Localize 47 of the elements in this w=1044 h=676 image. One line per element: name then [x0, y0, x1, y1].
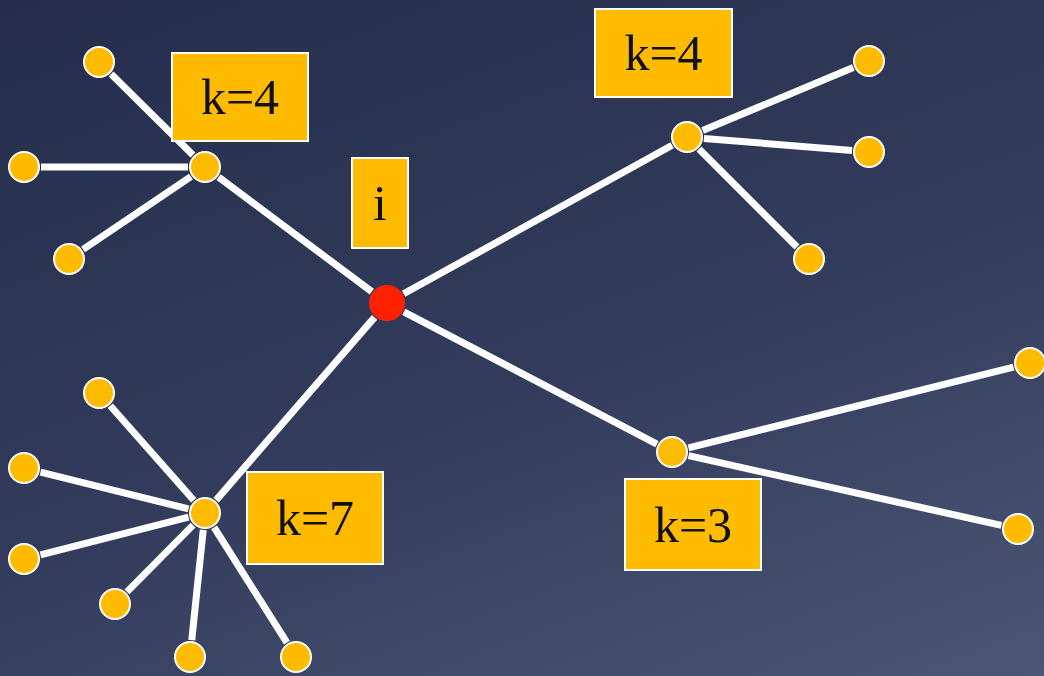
connector-line [81, 173, 193, 253]
node-circle [1014, 347, 1044, 379]
node-circle [280, 641, 312, 673]
node-circle [671, 121, 703, 153]
node-circle [793, 243, 825, 275]
label-box [246, 471, 384, 565]
connector-line [211, 525, 290, 645]
label-box [624, 478, 762, 571]
node-circle [83, 46, 115, 78]
connector-line [687, 363, 1015, 452]
label-text: k=3 [653, 499, 733, 550]
label-text: k=7 [275, 493, 355, 543]
label-box [171, 52, 309, 142]
connector-line [703, 134, 853, 155]
connector-line [39, 513, 190, 559]
connector-line [124, 522, 196, 595]
node-circle [656, 436, 688, 468]
node-circle [174, 641, 206, 673]
label-box [351, 157, 409, 249]
node-circle [853, 136, 885, 168]
connector-line [216, 174, 374, 295]
node-circle [8, 543, 40, 575]
label-text: k=4 [200, 72, 280, 122]
connector-line [41, 163, 188, 171]
connector-line [696, 146, 800, 250]
node-circle [8, 151, 40, 183]
label-box [594, 8, 733, 98]
node-circle [853, 45, 885, 77]
connector-line [687, 452, 1003, 529]
connector-line [188, 529, 207, 641]
node-circle [83, 377, 115, 409]
center-node-circle [369, 285, 405, 321]
connector-line [213, 315, 378, 503]
node-circle [8, 452, 40, 484]
connector-line [107, 403, 197, 503]
node-circle [189, 497, 221, 529]
connector-line [108, 71, 196, 158]
node-circle [53, 243, 85, 275]
node-circle [1002, 513, 1034, 545]
label-text: k=4 [624, 28, 703, 78]
connector-line [401, 142, 674, 297]
label-text: i [373, 178, 387, 228]
node-circle [189, 151, 221, 183]
connector-line [402, 308, 659, 448]
connector-line [39, 468, 190, 513]
connector-line [701, 64, 855, 134]
node-circle [99, 588, 131, 620]
